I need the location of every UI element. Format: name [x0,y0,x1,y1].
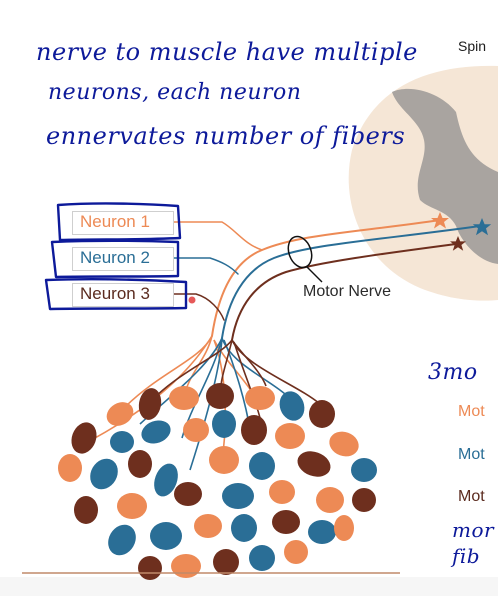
motor-nerve-label: Motor Nerve [303,283,391,301]
neuron-1-label: Neuron 1 [80,212,150,232]
annotation-line-2: neurons, each neuron [48,80,301,105]
motor-nerve-pointer [306,266,322,282]
legend-item-1: Mot [458,403,485,421]
pointer-dot [189,297,196,304]
annotation-line-1: nerve to muscle have multiple [36,38,418,66]
neuron-3-label: Neuron 3 [80,284,150,304]
legend-item-2: Mot [458,446,485,464]
annotation-mor: mor [452,518,494,542]
legend-item-3: Mot [458,488,485,506]
muscle-fibers [58,383,377,580]
annotation-line-3: ennervates number of fibers [46,122,405,150]
spinal-cord-title: Spin [458,38,486,54]
neuron-2-label: Neuron 2 [80,248,150,268]
annotation-fib: fib [452,544,480,568]
annotation-3mo: 3mo [428,360,478,385]
